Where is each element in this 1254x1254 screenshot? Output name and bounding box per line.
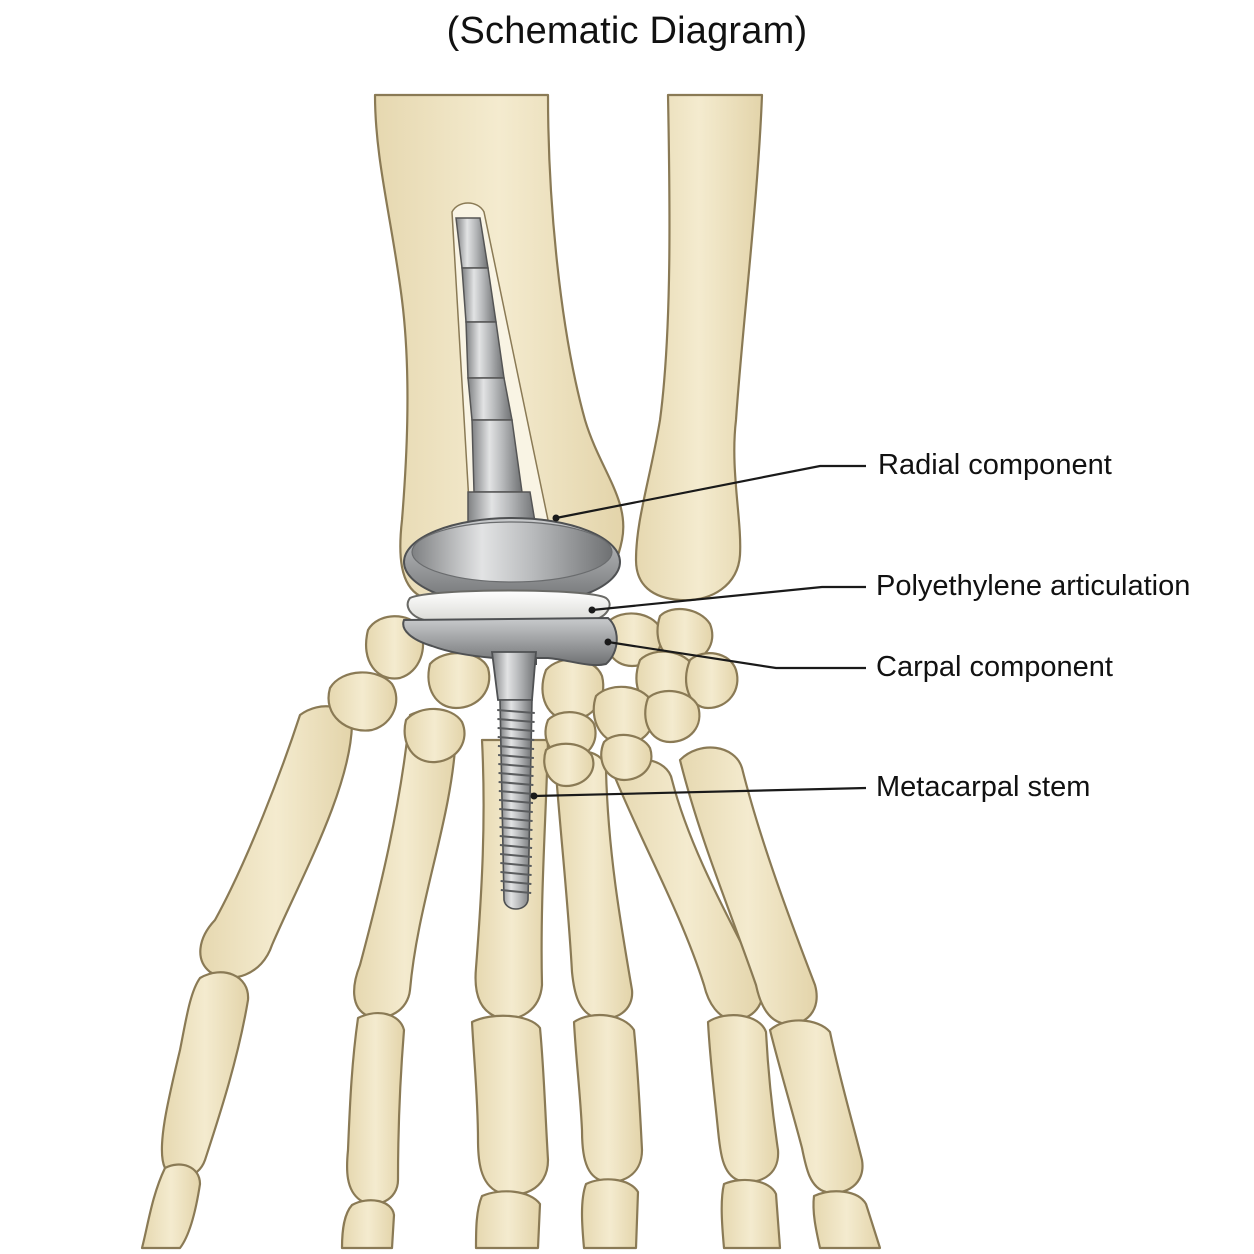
leader-carpal [607, 640, 866, 670]
phalanx-index-distal [340, 1199, 396, 1250]
screw-thread [499, 844, 533, 849]
screw-thread [499, 808, 533, 813]
phalanx-ring-distal [580, 1178, 640, 1250]
carpal-component [402, 616, 618, 701]
phalanx-thumb [160, 971, 250, 1178]
carpal-trapezium [327, 671, 398, 732]
label-metacarpal-stem: Metacarpal stem [876, 771, 1091, 803]
screw-thread [498, 781, 534, 786]
screw-thread [499, 826, 533, 831]
phalanx-index [345, 1012, 406, 1206]
screw-thread [497, 727, 535, 732]
phalanx-middle-distal [474, 1190, 542, 1250]
screw-thread [497, 709, 535, 714]
leader-radial [555, 464, 866, 520]
screw-thread [499, 835, 533, 840]
ulna-bone [634, 93, 764, 602]
phalanx-middle [470, 1014, 550, 1196]
carpal-capitate-left [427, 652, 491, 710]
phalanx-little-distal [720, 1178, 782, 1250]
screw-thread [497, 745, 535, 750]
phalanx-ring [572, 1014, 644, 1183]
metacarpal-little [610, 758, 764, 1022]
diagram-title: (Schematic Diagram) [446, 10, 808, 52]
screw-thread [498, 799, 534, 804]
phalanx-fifth-distal [812, 1190, 882, 1250]
label-polyethylene-articulation: Polyethylene articulation [876, 570, 1191, 602]
leader-metacarpal [533, 786, 867, 798]
screw-thread [500, 880, 532, 885]
carpal-triquetrum [656, 608, 714, 664]
screw-thread [500, 871, 532, 876]
screw-thread [498, 763, 534, 768]
metacarpal-stem [497, 699, 535, 910]
screw-thread [499, 817, 533, 822]
phalanx-little [706, 1014, 780, 1183]
phalanx-fifth [768, 1019, 864, 1194]
screw-thread [500, 853, 532, 858]
screw-thread [498, 754, 534, 759]
polyethylene-articulation [406, 589, 611, 621]
label-carpal-component: Carpal component [876, 651, 1113, 683]
carpal-trapezoid [403, 707, 466, 764]
radial-component [403, 202, 621, 607]
screw-thread [500, 862, 532, 867]
carpal-small-4 [543, 742, 595, 788]
leader-poly [591, 585, 866, 612]
screw-thread [498, 772, 534, 777]
screw-thread [500, 889, 532, 894]
label-radial-component: Radial component [878, 449, 1112, 481]
metacarpal-thumb [199, 705, 354, 979]
carpal-small-3 [600, 733, 653, 782]
carpal-hamate [685, 652, 739, 710]
phalanx-thumb-distal [140, 1163, 202, 1250]
metacarpal-fifth [678, 746, 818, 1026]
carpal-small-2 [644, 690, 701, 744]
screw-thread [497, 718, 535, 723]
screw-thread [498, 790, 534, 795]
screw-thread [497, 736, 535, 741]
carpal-bones [327, 608, 739, 788]
